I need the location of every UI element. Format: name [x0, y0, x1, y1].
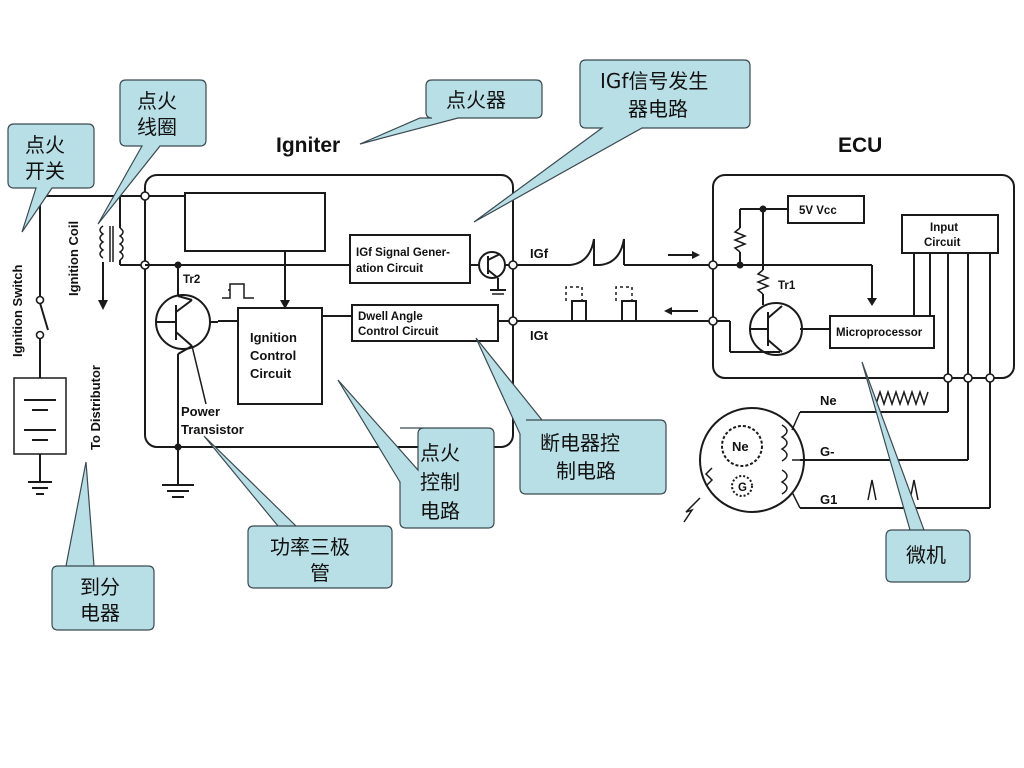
vcc-box — [787, 195, 865, 224]
ignition-control-label-1: Ignition — [250, 330, 297, 345]
igf-generation-label-2: ation Circuit — [356, 263, 423, 275]
battery-switch-circuit — [13, 195, 120, 495]
tr1-label: Tr1 — [778, 280, 796, 292]
callout-ignition-coil-line1: 点火 — [137, 89, 177, 113]
callout-igniter: 点火器 — [359, 79, 543, 145]
ignition-coil-label: Ignition Coil — [66, 221, 81, 296]
callout-to-distributor-line2: 电器 — [80, 601, 120, 625]
g-rotor-label: G — [738, 482, 747, 494]
tr2-power-transistor — [155, 294, 218, 355]
igf-output-transistor — [478, 251, 513, 295]
ecu-internal-wiring — [717, 205, 991, 378]
callout-ignition-control-line3: 电路 — [420, 499, 460, 523]
callout-ignition-coil: 点火 线圈 — [97, 79, 207, 225]
ignition-switch-label: Ignition Switch — [10, 265, 25, 357]
callout-igf-line2: 器电路 — [628, 97, 688, 121]
distributor-sensor — [683, 407, 805, 523]
callout-microcomputer-line1: 微机 — [906, 543, 946, 567]
igf-label: IGf — [530, 246, 549, 261]
microprocessor-box — [829, 315, 935, 349]
input-circuit-label-1: Input — [930, 222, 958, 234]
dwell-label-1: Dwell Angle — [358, 311, 423, 323]
power-transistor-label-1: Power — [181, 404, 220, 419]
callout-igf-circuit: IGf信号发生 器电路 — [473, 59, 751, 223]
igf-generation-label-1: IGf Signal Gener- — [356, 247, 450, 259]
callout-microcomputer: 微机 — [861, 361, 971, 583]
igt-signal-line — [517, 286, 710, 322]
callout-ignition-control-line1: 点火 — [420, 441, 460, 465]
callout-ignition-switch-line1: 点火 — [25, 133, 65, 157]
callout-power-transistor-line1: 功率三极 — [270, 535, 350, 559]
to-distributor-label: To Distributor — [88, 365, 103, 450]
igf-terminal — [508, 260, 518, 270]
sensor-wiring — [800, 382, 991, 509]
callout-ignition-control-line2: 控制 — [420, 470, 460, 494]
dwell-angle-control-box — [351, 304, 499, 342]
igf-signal-generation-box — [349, 234, 471, 284]
callout-ignition-switch-line2: 开关 — [25, 159, 65, 183]
callout-igf-line1: IGf信号发生 — [600, 69, 708, 93]
ne-line-label: Ne — [820, 393, 837, 408]
callout-igniter-line1: 点火器 — [446, 88, 506, 112]
tr2-label: Tr2 — [183, 274, 200, 286]
igniter-internal-wiring — [140, 191, 513, 498]
ignition-control-label-3: Circuit — [250, 366, 292, 381]
power-transistor-label-2: Transistor — [181, 422, 244, 437]
tr2-pulse-waveform — [222, 283, 254, 299]
callout-dwell-line1: 断电器控 — [540, 431, 620, 455]
tr1-transistor — [749, 302, 803, 356]
ne-rotor-label: Ne — [732, 439, 749, 454]
callout-ignition-coil-line2: 线圈 — [137, 115, 177, 139]
callout-power-transistor-line2: 管 — [310, 561, 330, 585]
dwell-label-2: Control Circuit — [358, 326, 439, 338]
igt-label: IGt — [530, 328, 549, 343]
igf-signal-line — [517, 238, 710, 266]
callout-to-distributor: 到分 电器 — [51, 461, 155, 631]
callout-to-distributor-line1: 到分 — [80, 575, 120, 599]
ecu-title: ECU — [838, 134, 882, 157]
callout-ignition-switch: 点火 开关 — [7, 123, 95, 233]
input-circuit-label-2: Circuit — [924, 237, 961, 249]
callout-dwell-control: 断电器控 制电路 — [475, 337, 667, 495]
igt-terminal — [508, 316, 518, 326]
g1-line-label: G1 — [820, 492, 837, 507]
ignition-control-box — [237, 307, 323, 405]
ignition-control-label-2: Control — [250, 348, 296, 363]
g-line-label: G- — [820, 444, 834, 459]
callout-power-transistor: 功率三极 管 — [203, 435, 393, 589]
igniter-top-block — [184, 192, 326, 252]
input-circuit-box — [901, 214, 999, 254]
vcc-label: 5V Vcc — [799, 205, 837, 217]
callout-ignition-control: 点火 控制 电路 — [337, 379, 495, 529]
callout-dwell-line2: 制电路 — [556, 459, 616, 483]
microprocessor-label: Microprocessor — [836, 327, 923, 339]
igniter-title: Igniter — [276, 134, 340, 157]
